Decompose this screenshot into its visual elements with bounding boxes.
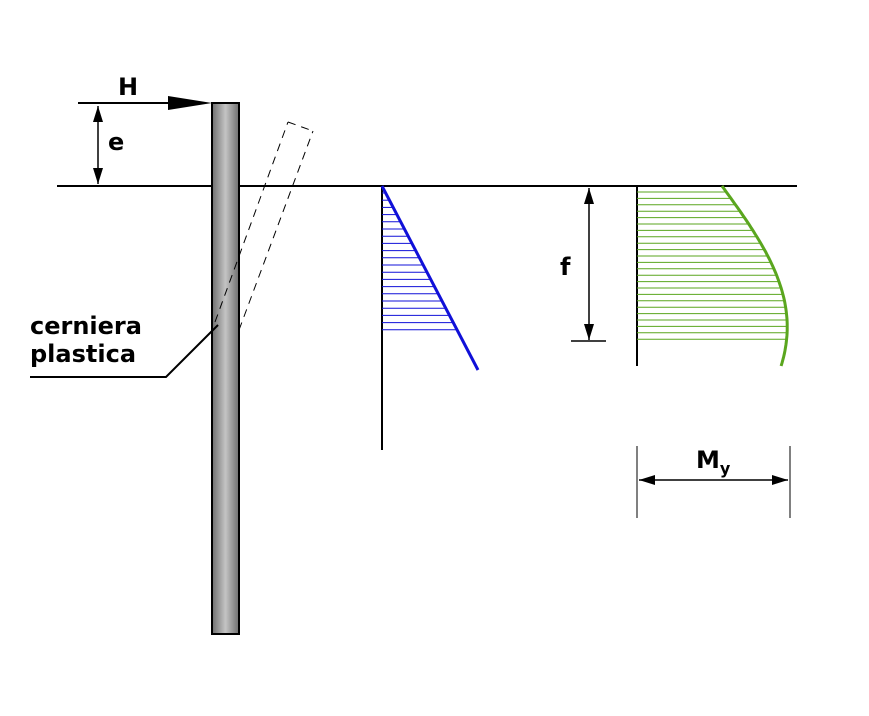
moment-hatching xyxy=(637,191,788,340)
moment-label-main: M xyxy=(696,446,720,474)
pressure-hatching xyxy=(382,192,457,331)
moment-curve xyxy=(720,185,789,367)
eccentricity-label: e xyxy=(108,128,124,156)
displaced-pile-outline xyxy=(214,121,314,331)
depth-dimension xyxy=(571,188,606,342)
pile xyxy=(211,102,240,635)
moment-dimension xyxy=(636,446,791,518)
hinge-label-line1: cerniera xyxy=(30,312,142,340)
moment-label-sub: y xyxy=(720,459,731,478)
depth-label: f xyxy=(560,253,571,281)
force-label: H xyxy=(118,73,138,101)
hinge-leader xyxy=(30,324,219,378)
eccentricity-dimension xyxy=(93,106,103,184)
moment-label: My xyxy=(696,446,731,478)
hinge-label-line2: plastica xyxy=(30,340,136,368)
force-arrow xyxy=(78,96,212,110)
pressure-line xyxy=(380,185,480,371)
